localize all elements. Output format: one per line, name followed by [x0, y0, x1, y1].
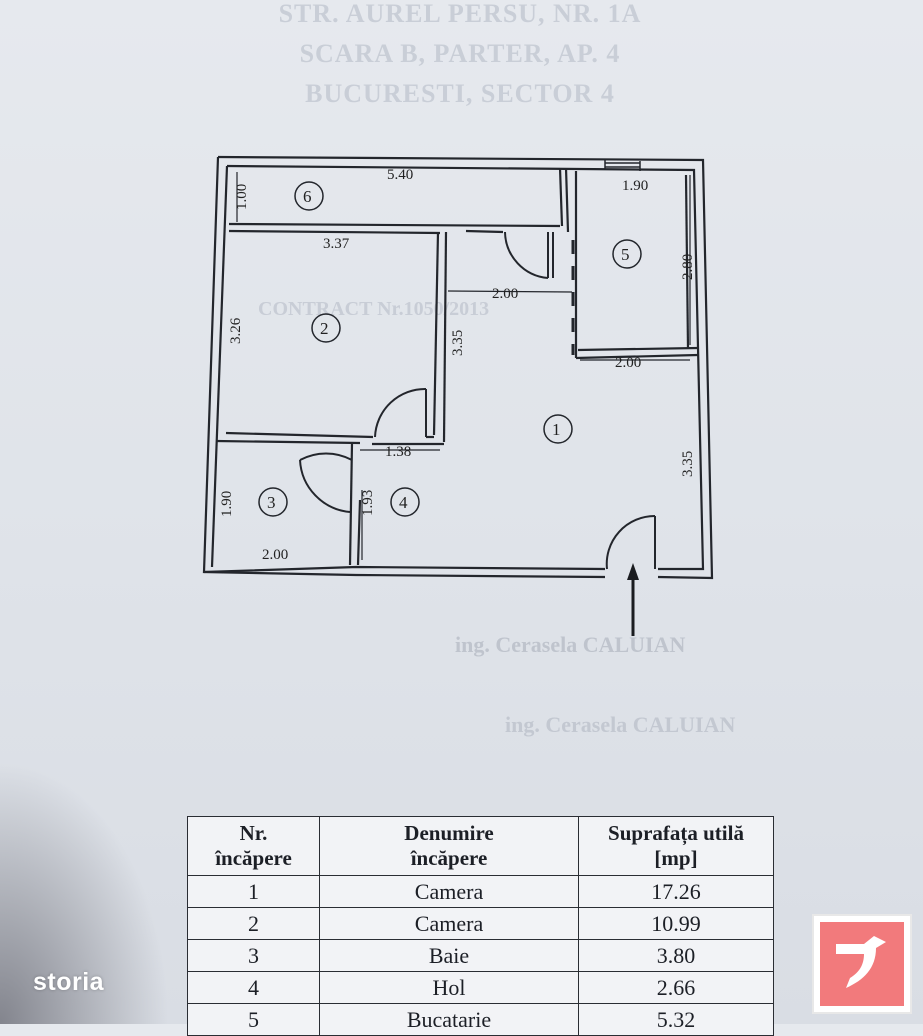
cell-area: 3.80 [578, 939, 774, 972]
address-header: STR. AUREL PERSU, NR. 1A SCARA B, PARTER… [180, 0, 740, 114]
engineer-ghost-text-2: ing. Cerasela CALUIAN [505, 712, 736, 737]
header-area: Suprafața utilă[mp] [578, 816, 774, 876]
dim-room4-width: 1.93 [360, 490, 376, 516]
dim-room6-length: 5.40 [387, 167, 413, 183]
dim-room5-bottom: 2.00 [615, 355, 641, 371]
storia-logo-mark [820, 922, 904, 1006]
cell-name: Camera [319, 875, 579, 908]
cell-nr: 2 [187, 907, 320, 940]
cell-nr: 3 [187, 939, 320, 972]
cell-area: 2.66 [578, 971, 774, 1004]
dim-room6-width: 1.00 [234, 184, 250, 210]
header-nr: Nr.încăpere [187, 816, 320, 876]
dim-room5-length: 1.90 [622, 178, 648, 194]
table-row: 1 Camera 17.26 [187, 875, 774, 908]
room-number-1: 1 [552, 420, 561, 439]
cell-name: Bucatarie [319, 1003, 579, 1036]
dim-room2-width: 3.26 [228, 317, 244, 344]
room-number-6: 6 [303, 187, 312, 206]
dim-hall-width: 2.00 [492, 286, 518, 302]
table-row: 2 Camera 10.99 [187, 907, 774, 940]
cell-nr: 5 [187, 1003, 320, 1036]
cell-nr: 4 [187, 971, 320, 1004]
room-number-5: 5 [621, 245, 630, 264]
cell-name: Camera [319, 907, 579, 940]
cell-area: 5.32 [578, 1003, 774, 1036]
engineer-ghost-text-1: ing. Cerasela CALUIAN [455, 632, 686, 657]
storia-watermark: storia [33, 968, 105, 996]
entrance-arrow [627, 563, 639, 636]
dim-room3-width: 1.90 [219, 491, 235, 517]
storia-logo [812, 914, 912, 1014]
dim-room1-right: 3.35 [680, 451, 696, 477]
table-row: 4 Hol 2.66 [187, 971, 774, 1004]
cell-name: Hol [319, 971, 579, 1004]
dim-corridor: 1.38 [385, 444, 411, 460]
floor-plan: 5.40 1.00 3.37 3.26 3.35 2.00 1.90 2.80 … [202, 155, 714, 636]
cell-nr: 1 [187, 875, 320, 908]
address-line-3: BUCURESTI, SECTOR 4 [305, 79, 615, 108]
photo-shadow [0, 760, 170, 1024]
table-row: 3 Baie 3.80 [187, 939, 774, 972]
address-line-2: SCARA B, PARTER, AP. 4 [299, 39, 621, 68]
cell-area: 10.99 [578, 907, 774, 940]
cell-area: 17.26 [578, 875, 774, 908]
room-number-4: 4 [399, 493, 408, 512]
table-row: 5 Bucatarie 5.32 [187, 1003, 774, 1036]
dim-room2-length: 3.37 [323, 236, 350, 252]
dim-room3-length: 2.00 [262, 547, 288, 563]
bird-icon [836, 936, 886, 988]
dim-hall-wall: 3.35 [450, 330, 466, 356]
address-line-1: STR. AUREL PERSU, NR. 1A [278, 0, 642, 28]
dim-room5-width: 2.80 [680, 254, 696, 280]
room-number-3: 3 [267, 493, 276, 512]
contract-ghost-text: CONTRACT Nr.1050/2013 [258, 298, 490, 320]
cell-name: Baie [319, 939, 579, 972]
room-number-2: 2 [320, 319, 329, 338]
